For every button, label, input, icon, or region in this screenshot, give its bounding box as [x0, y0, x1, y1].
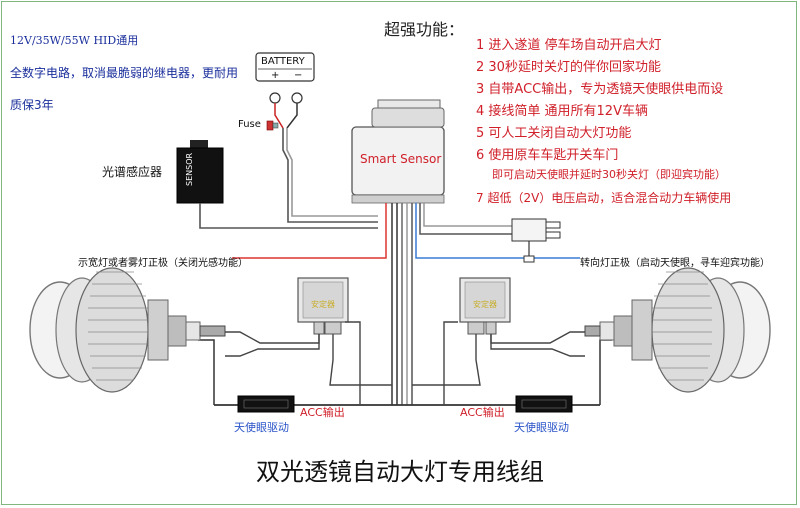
acc-output-right: ACC输出 — [460, 406, 505, 419]
feature-item: 3 自带ACC输出，专为透镜天使眼供电而设 — [476, 82, 724, 97]
angel-driver-right-label: 天使眼驱动 — [514, 421, 569, 434]
left-headlight — [29, 267, 226, 393]
feature-item-6-detail: 即可启动天使眼并延时30秒关灯（即迎宾功能） — [492, 168, 726, 181]
feature-item: 1 进入遂道 停车场自动开启大灯 — [476, 38, 662, 53]
battery-plus: + — [271, 70, 280, 81]
diagram-title: 双光透镜自动大灯专用线组 — [256, 458, 544, 486]
smart-sensor-box — [351, 99, 445, 204]
right-ballast — [412, 277, 585, 405]
position-lamp-label: 示宽灯或者雾灯正极（关闭光感功能） — [78, 258, 248, 269]
feature-item: 4 接线简单 通用所有12V车辆 — [476, 104, 648, 119]
sensor-text: SENSOR — [185, 152, 194, 186]
right-headlight — [584, 267, 771, 393]
spec-text: 12V/35W/55W HID通用 — [10, 34, 139, 47]
spectrum-sensor — [176, 140, 378, 229]
headlight-plug — [511, 218, 561, 263]
features-heading: 超强功能： — [384, 20, 465, 39]
wire-bundle — [232, 203, 580, 405]
fuse — [266, 120, 279, 131]
angel-driver-left-label: 天使眼驱动 — [234, 421, 289, 434]
feature-item: 6 使用原车车匙开关车门 — [476, 148, 619, 163]
battery-minus: − — [294, 70, 303, 81]
battery-label: BATTERY — [261, 56, 305, 67]
acc-output-left: ACC输出 — [300, 406, 345, 419]
feature-item: 5 可人工关闭自动大灯功能 — [476, 126, 632, 141]
right-ballast-label: 安定器 — [473, 300, 497, 309]
warranty-text: 质保3年 — [10, 98, 54, 112]
spectrum-sensor-label: 光谱感应器 — [102, 165, 163, 179]
left-ballast-label: 安定器 — [311, 300, 335, 309]
digital-circuit-text: 全数字电路，取消最脆弱的继电器，更耐用 — [10, 66, 239, 80]
left-ballast — [225, 277, 392, 405]
left-angel-driver — [237, 395, 295, 413]
right-angel-driver — [515, 395, 573, 413]
smart-sensor-label: Smart Sensor — [360, 152, 442, 166]
fuse-label: Fuse — [238, 119, 261, 130]
feature-item: 2 30秒延时关灯的伴你回家功能 — [476, 60, 661, 75]
feature-item-7: 7 超低（2V）电压启动，适合混合动力车辆使用 — [476, 191, 732, 205]
battery — [255, 52, 315, 129]
turn-signal-label: 转向灯正极（启动天使眼，寻车迎宾功能） — [580, 258, 770, 269]
